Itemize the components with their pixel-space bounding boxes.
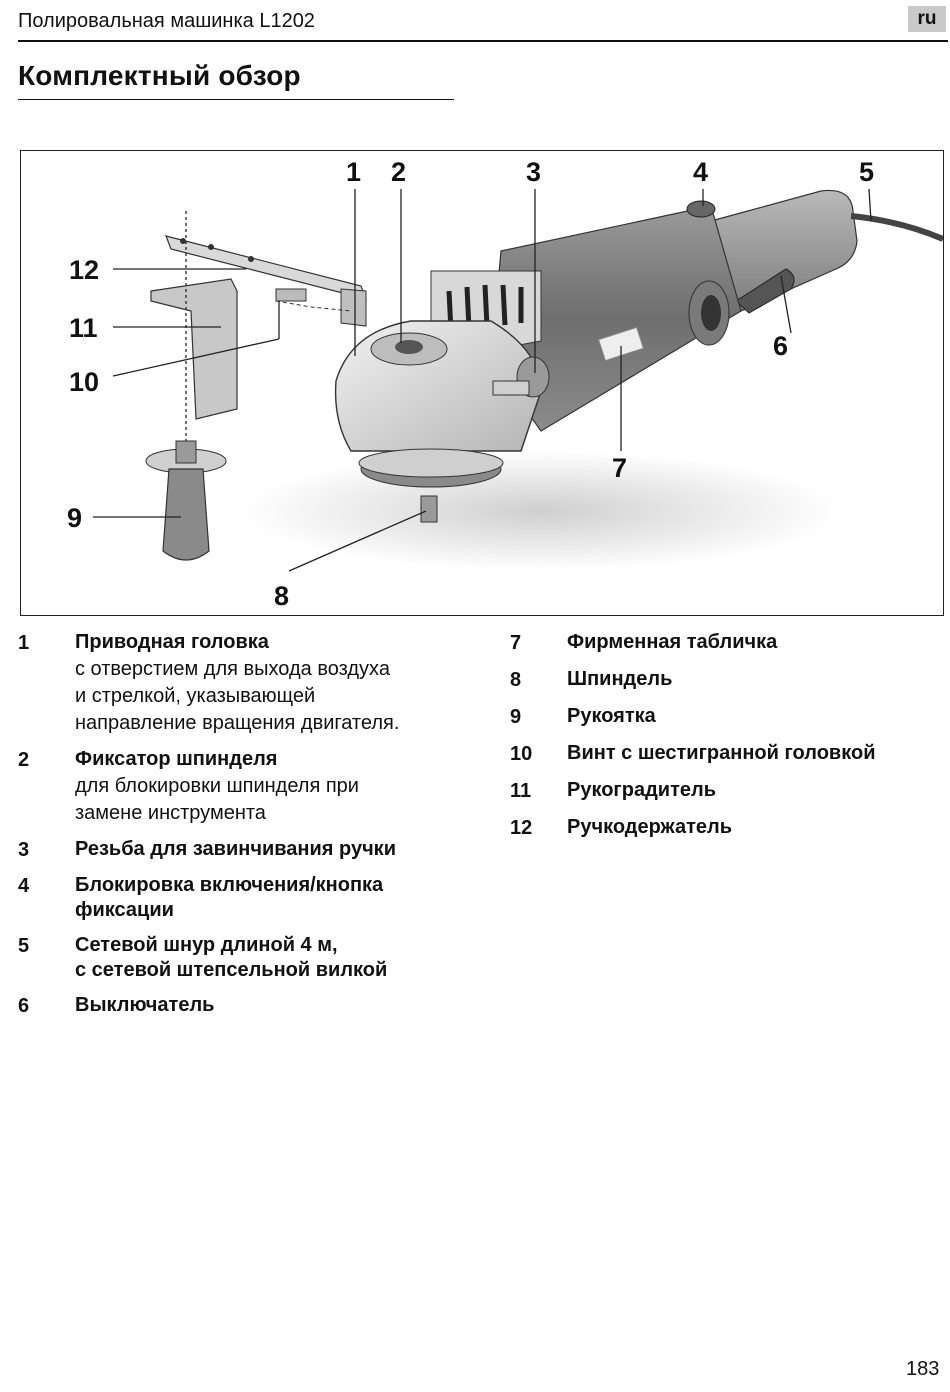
legend-item: 1 Приводная головка с отверстием для вых… (18, 630, 488, 737)
handle-holder-clamp (340, 288, 367, 327)
legend-number: 12 (510, 817, 533, 839)
legend-title: Рукоятка (567, 705, 656, 727)
polisher-illustration: 1 2 3 4 5 6 7 8 9 10 11 12 (67, 157, 943, 611)
legend-title: Сетевой шнур длиной 4 м, с сетевой штепс… (75, 934, 388, 981)
legend-number: 5 (18, 935, 30, 957)
legend-number: 10 (510, 743, 533, 765)
header-divider (18, 40, 948, 42)
legend-item: 8 Шпиндель (510, 667, 940, 693)
legend-description: для блокировки шпинделя при замене инстр… (75, 775, 359, 824)
legend-number: 11 (510, 780, 532, 802)
legend-item: 4 Блокировка включения/кнопка фиксации (18, 873, 488, 923)
legend-number: 1 (18, 632, 30, 654)
legend-number: 3 (18, 839, 30, 861)
legend-title: Рукоградитель (567, 779, 717, 801)
language-badge: ru (908, 6, 946, 32)
side-thread-hole (701, 295, 721, 331)
side-handle-stud (175, 440, 197, 464)
legend-right-column: 7 Фирменная табличка 8 Шпиндель 9 Рукоят… (510, 630, 940, 852)
callout-5: 5 (859, 157, 874, 187)
legend-title: Выключатель (75, 994, 215, 1016)
callout-11: 11 (69, 313, 98, 343)
legend-item: 10 Винт с шестигранной головкой (510, 741, 940, 767)
legend-item: 6 Выключатель (18, 993, 488, 1019)
legend-left-column: 1 Приводная головка с отверстием для вых… (18, 630, 488, 1029)
section-divider (18, 99, 454, 100)
legend-title: Фиксатор шпинделя (75, 748, 278, 770)
document-header-title: Полировальная машинка L1202 (18, 10, 315, 32)
legend-number: 4 (18, 875, 30, 897)
lock-button-shape (686, 200, 716, 218)
legend-number: 6 (18, 995, 30, 1017)
switch-shape (735, 268, 795, 314)
legend-item: 9 Рукоятка (510, 704, 940, 730)
legend-title: Ручкодержатель (567, 816, 733, 838)
legend-item: 11 Рукоградитель (510, 778, 940, 804)
callout-9: 9 (67, 503, 82, 533)
callout-1: 1 (346, 157, 361, 187)
callout-3: 3 (526, 157, 541, 187)
legend-title: Фирменная табличка (567, 631, 778, 653)
legend-item: 3 Резьба для завинчивания ручки (18, 837, 488, 863)
flange-top-shape (358, 448, 504, 478)
legend-number: 2 (18, 749, 30, 771)
legend-title: Приводная головка (75, 631, 269, 653)
side-handle-grip (162, 468, 210, 561)
leader-lines (93, 188, 872, 572)
spindle-shape (420, 495, 438, 523)
legend-item: 7 Фирменная табличка (510, 630, 940, 656)
hex-screw-shape (275, 288, 307, 302)
legend-item: 12 Ручкодержатель (510, 815, 940, 841)
spindle-lock-button (395, 340, 423, 354)
tool-overview-figure: 1 2 3 4 5 6 7 8 9 10 11 12 (20, 150, 944, 616)
legend-description: с отверстием для выхода воздуха и стрелк… (75, 658, 400, 734)
legend-title: Шпиндель (567, 668, 673, 690)
legend-title: Винт с шестигранной головкой (567, 742, 876, 764)
section-title: Комплектный обзор (18, 60, 301, 91)
legend-item: 2 Фиксатор шпинделя для блокировки шпинд… (18, 747, 488, 827)
power-cord-shape (850, 213, 943, 242)
callout-12: 12 (69, 255, 99, 285)
hand-guard-shape (150, 278, 238, 420)
rear-handle-shape (710, 189, 858, 312)
callout-8: 8 (274, 581, 289, 611)
callout-6: 6 (773, 331, 788, 361)
callout-4: 4 (693, 157, 708, 187)
legend-item: 5 Сетевой шнур длиной 4 м, с сетевой ште… (18, 933, 488, 983)
thread-insert-shape (492, 380, 530, 396)
callout-2: 2 (391, 157, 406, 187)
callout-7: 7 (612, 453, 627, 483)
callout-10: 10 (69, 367, 99, 397)
legend-title: Резьба для завинчивания ручки (75, 838, 396, 860)
nameplate-shape (597, 326, 645, 362)
legend-number: 7 (510, 632, 522, 654)
legend-number: 9 (510, 706, 522, 728)
legend-number: 8 (510, 669, 522, 691)
legend-title: Блокировка включения/кнопка фиксации (75, 874, 384, 921)
page-number: 183 (906, 1358, 940, 1380)
